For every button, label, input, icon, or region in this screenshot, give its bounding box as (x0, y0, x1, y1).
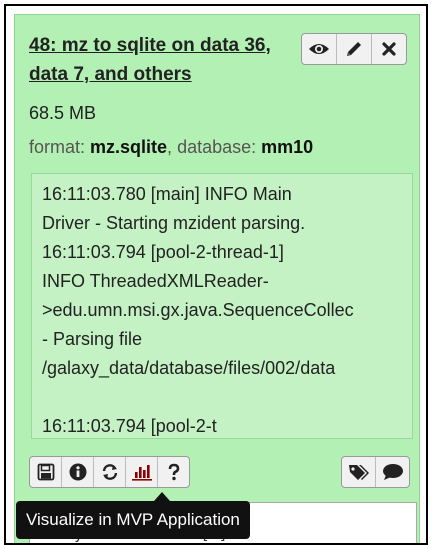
close-icon (382, 42, 396, 56)
help-icon (168, 463, 179, 481)
annotate-button[interactable] (376, 457, 409, 487)
tags-icon (348, 465, 369, 480)
eye-icon (309, 44, 329, 54)
edit-button[interactable] (337, 34, 372, 64)
comment-icon (382, 464, 403, 480)
help-button[interactable] (158, 457, 189, 487)
info-icon (69, 463, 86, 481)
format-label: format: (29, 137, 91, 157)
visualize-button[interactable] (126, 457, 158, 487)
tooltip-arrow (154, 492, 170, 501)
dataset-title[interactable]: 48: mz to sqlite on data 36, data 7, and… (29, 35, 271, 85)
bar-chart-icon (131, 465, 152, 481)
dataset-meta: format: mz.sqlite, database: mm10 (29, 137, 313, 158)
info-button[interactable] (62, 457, 94, 487)
tags-button[interactable] (342, 457, 376, 487)
save-icon (37, 463, 54, 481)
database-label: database: (177, 137, 262, 157)
database-value: mm10 (261, 137, 314, 157)
pencil-icon (347, 42, 361, 56)
window-frame: 48: mz to sqlite on data 36, data 7, and… (4, 4, 428, 545)
rerun-icon (102, 464, 117, 480)
view-button[interactable] (302, 34, 337, 64)
peek-text: 16:11:03.780 [main] INFO Main Driver - S… (42, 184, 354, 436)
meta-separator: , (167, 137, 178, 157)
format-value: mz.sqlite (90, 137, 168, 157)
annotation-toolbar (341, 456, 410, 488)
dataset-panel: 48: mz to sqlite on data 36, data 7, and… (14, 14, 420, 543)
dataset-peek[interactable]: 16:11:03.780 [main] INFO Main Driver - S… (31, 173, 413, 439)
tooltip: Visualize in MVP Application (16, 501, 250, 539)
delete-button[interactable] (372, 34, 406, 64)
dataset-toolbar (29, 456, 190, 488)
dataset-size: 68.5 MB (29, 103, 97, 123)
rerun-button[interactable] (94, 457, 126, 487)
download-button[interactable] (30, 457, 62, 487)
dataset-actions (301, 33, 407, 65)
